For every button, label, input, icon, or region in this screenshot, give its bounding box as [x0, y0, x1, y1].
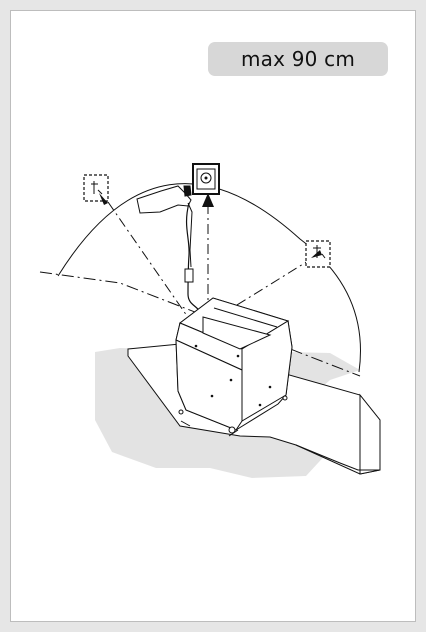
max-distance-badge: max 90 cm — [208, 42, 388, 76]
max-distance-label: max 90 cm — [240, 47, 356, 71]
installation-illustration-panel — [10, 10, 416, 622]
